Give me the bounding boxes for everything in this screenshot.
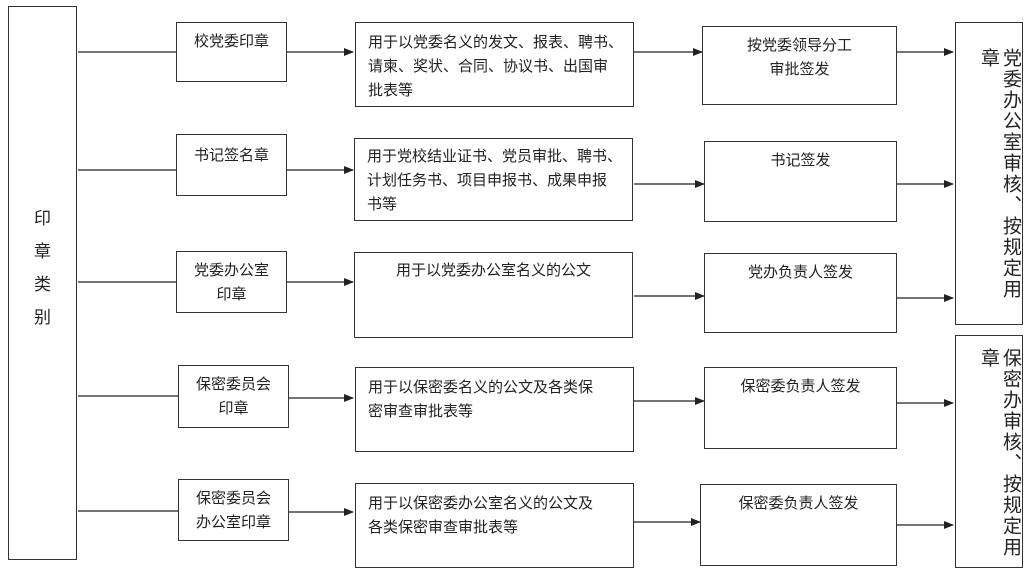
usage-box-row2: 用于党校结业证书、党员审批、聘书、 计划任务书、项目申报书、成果申报 书等 bbox=[354, 138, 633, 221]
approver-box-row3: 党办负责人签发 bbox=[704, 253, 897, 333]
usage-box-row1: 用于以党委名义的发文、报表、聘书、 请柬、奖状、合同、协议书、出国审 批表等 bbox=[355, 22, 634, 107]
outcome-label-secrecy-office: 保密办审核、按规定用章 bbox=[978, 348, 1022, 558]
seal-label-row5: 保密委员会 办公室印章 bbox=[195, 489, 271, 531]
seal-label-row1: 校党委印章 bbox=[193, 32, 269, 50]
approver-box-row4: 保密委负责人签发 bbox=[704, 367, 897, 449]
approver-text-row5: 保密委负责人签发 bbox=[738, 494, 859, 512]
outcome-box-secrecy-office: 保密办审核、按规定用章 bbox=[955, 335, 1023, 568]
seal-box-row2: 书记签名章 bbox=[176, 134, 287, 196]
seal-box-row1: 校党委印章 bbox=[176, 22, 287, 82]
outcome-label-party-office: 党委办公室审核、按规定用章 bbox=[978, 48, 1022, 300]
seal-label-row2: 书记签名章 bbox=[193, 146, 269, 164]
seal-label-row4: 保密委员会 印章 bbox=[195, 375, 271, 417]
approver-text-row2: 书记签发 bbox=[770, 151, 831, 169]
outcome-box-party-office: 党委办公室审核、按规定用章 bbox=[955, 22, 1023, 325]
root-category-label: 印 章 类 别 bbox=[34, 209, 51, 328]
usage-box-row5: 用于以保密委办公室名义的公文及 各类保密审查审批表等 bbox=[355, 483, 634, 568]
seal-box-row3: 党委办公室 印章 bbox=[176, 251, 287, 313]
usage-box-row4: 用于以保密委名义的公文及各类保 密审查审批表等 bbox=[355, 367, 634, 452]
seal-label-row3: 党委办公室 印章 bbox=[193, 261, 269, 303]
usage-text-row2: 用于党校结业证书、党员审批、聘书、 计划任务书、项目申报书、成果申报 书等 bbox=[367, 147, 623, 213]
seal-box-row5: 保密委员会 办公室印章 bbox=[178, 479, 289, 541]
usage-text-row4: 用于以保密委名义的公文及各类保 密审查审批表等 bbox=[368, 378, 594, 420]
approver-box-row2: 书记签发 bbox=[704, 141, 897, 222]
approver-text-row1: 按党委领导分工 审批签发 bbox=[746, 36, 852, 78]
approver-box-row1: 按党委领导分工 审批签发 bbox=[702, 26, 897, 105]
usage-text-row5: 用于以保密委办公室名义的公文及 各类保密审查审批表等 bbox=[368, 494, 594, 536]
usage-box-row3: 用于以党委办公室名义的公文 bbox=[354, 252, 633, 338]
usage-text-row3: 用于以党委办公室名义的公文 bbox=[395, 261, 591, 279]
approver-box-row5: 保密委负责人签发 bbox=[700, 484, 897, 566]
seal-box-row4: 保密委员会 印章 bbox=[178, 365, 289, 428]
approver-text-row4: 保密委负责人签发 bbox=[740, 377, 861, 395]
approver-text-row3: 党办负责人签发 bbox=[747, 263, 853, 281]
usage-text-row1: 用于以党委名义的发文、报表、聘书、 请柬、奖状、合同、协议书、出国审 批表等 bbox=[368, 33, 624, 99]
root-category-box: 印 章 类 别 bbox=[8, 6, 77, 560]
